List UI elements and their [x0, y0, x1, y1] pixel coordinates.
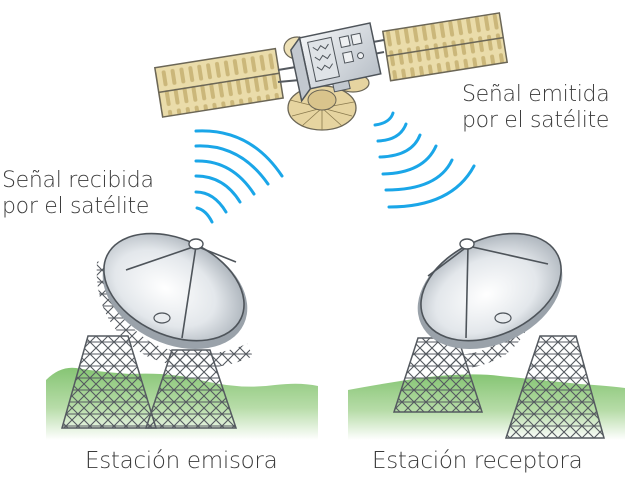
- emitted-signal-label: Señal emitida por el satélite: [462, 82, 610, 134]
- emitted-signal-label-line2: por el satélite: [462, 107, 610, 133]
- received-signal-label-line2: por el satélite: [2, 193, 150, 219]
- emitter-station-caption: Estación emisora: [85, 448, 278, 474]
- signal-wave-emitted-icon: [373, 111, 476, 209]
- solar-panel-left-icon: [153, 47, 285, 118]
- emitted-signal-label-line1: Señal emitida: [462, 82, 610, 107]
- signal-wave-received-icon: [194, 129, 284, 224]
- solar-panel-right-icon: [381, 12, 509, 82]
- receiver-station-icon: [392, 232, 605, 439]
- receiver-station-caption: Estación receptora: [372, 448, 583, 474]
- received-signal-label: Señal recibida por el satélite: [2, 168, 154, 220]
- emitter-station-icon: [61, 232, 253, 429]
- satellite-body-icon: [290, 22, 382, 103]
- satellite-antenna-icon: [287, 85, 357, 131]
- received-signal-label-line1: Señal recibida: [2, 168, 154, 193]
- satellite: [153, 12, 509, 131]
